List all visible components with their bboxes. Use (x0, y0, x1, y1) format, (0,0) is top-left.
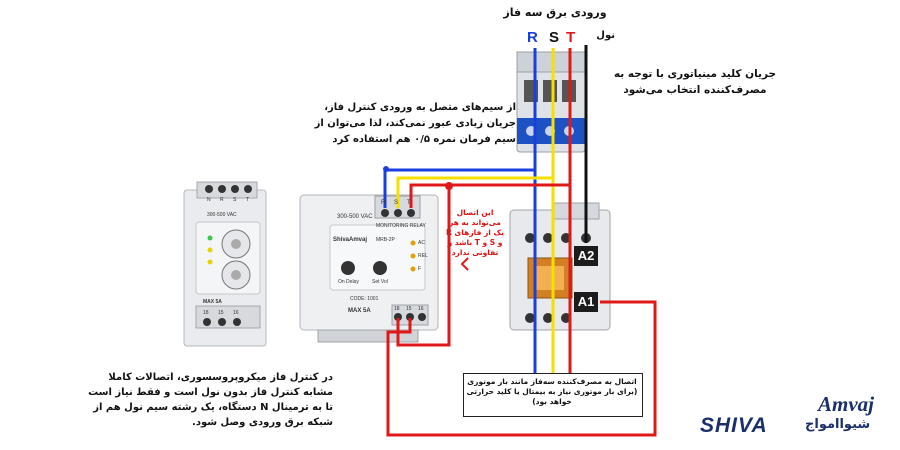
left-terminal-t: T (246, 197, 250, 203)
relay-led-rel: REL (418, 253, 428, 259)
relay-terminal-16: 16 (418, 306, 424, 312)
relay-terminal-t: T (407, 200, 411, 206)
relay-led-ac: AC (418, 240, 425, 246)
relay-model: MRB-2P (376, 237, 395, 243)
relay-voltage: 300-500 VAC (337, 214, 373, 220)
center-monitoring-relay (299, 194, 439, 343)
three-phase-input-title: ورودی برق سه فاز (503, 6, 607, 19)
wire-t-to-relay (409, 183, 570, 208)
phase-r-label: R (527, 29, 538, 46)
wire-s-to-relay (396, 176, 553, 208)
left-terminal-16: 16 (233, 310, 239, 316)
left-phase-control-device (183, 181, 267, 347)
relay-terminal-15: 15 (406, 306, 412, 312)
relay-terminal-18: 18 (394, 306, 400, 312)
logo-shiva: SHIVA (700, 414, 768, 437)
relay-knob-voltage: Set Vol (372, 279, 388, 285)
left-voltage: 300-500 VAC (207, 212, 237, 218)
relay-code: CODE: 1001 (350, 296, 379, 302)
wires (383, 45, 657, 437)
left-terminal-18: 18 (203, 310, 209, 316)
left-max-label: MAX 5A (203, 299, 222, 305)
neutral-label: نول (596, 30, 615, 41)
left-terminal-r: R (220, 197, 224, 203)
relay-monitoring-label: MONITORING RELAY (376, 223, 426, 229)
relay-knob-delay: On Delay (338, 279, 359, 285)
microprocessor-note: در کنترل فاز میکروپروسسوری، اتصالات کامل… (88, 372, 333, 428)
red-connection-note: این اتصال می‌تواند به هر یک از فازهای R … (446, 208, 504, 257)
left-terminal-n: N (207, 197, 211, 203)
motor-note-box (463, 373, 643, 417)
relay-led-f: F (418, 266, 422, 272)
left-terminal-15: 15 (218, 310, 224, 316)
logo-persian: شیواامواج (805, 417, 871, 432)
contactor-a2-terminal: A2 (574, 246, 598, 266)
left-terminal-s: S (233, 197, 237, 203)
motor-load-note: اتصال به مصرف‌کننده سه‌فاز مانند بار موت… (466, 377, 638, 406)
contactor-a1-terminal: A1 (574, 292, 598, 312)
relay-max-label: MAX 5A (348, 308, 371, 314)
relay-brand: ShivaAmvaj (333, 237, 368, 243)
phase-s-label: S (549, 29, 560, 46)
mcb-breaker (516, 51, 586, 153)
relay-terminal-r: R (381, 200, 386, 206)
relay-terminal-s: S (394, 200, 399, 206)
control-wire-note: از سیم‌های متصل به ورودی کنترل فاز، جریا… (314, 102, 516, 145)
phase-t-label: T (566, 29, 576, 46)
logo-amvaj: Amvaj (818, 392, 874, 416)
mcb-note: جریان کلید مینیاتوری با توجه به مصرف‌کنن… (613, 68, 777, 96)
wire-control-a1 (386, 300, 657, 437)
